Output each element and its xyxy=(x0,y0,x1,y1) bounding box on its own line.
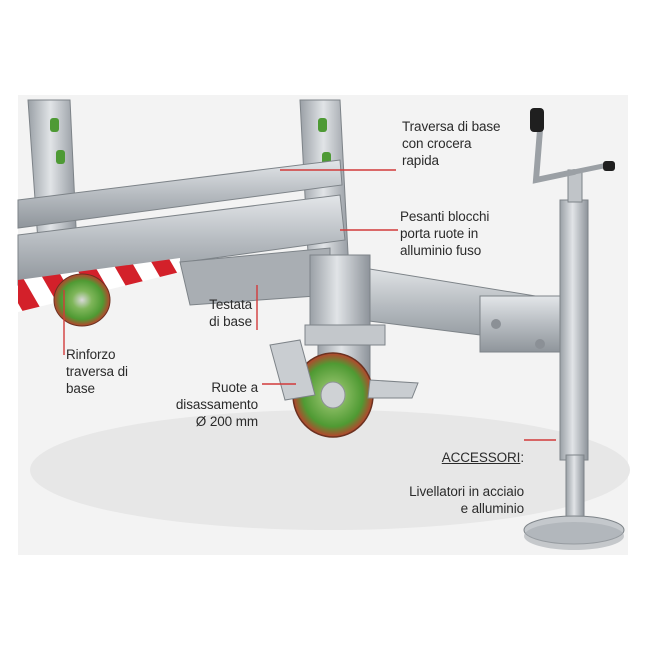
accessori-body: Livellatori in acciaio e alluminio xyxy=(409,484,524,516)
label-pesanti-blocchi: Pesanti blocchi porta ruote in alluminio… xyxy=(400,209,490,258)
left-wheel xyxy=(53,273,111,327)
base-beam xyxy=(17,194,346,286)
label-rinforzo: Rinforzo traversa di base xyxy=(66,347,128,396)
left-upright xyxy=(27,99,79,271)
leveller-jack xyxy=(523,108,625,550)
label-traversa-base: Traversa di base con crocera rapida xyxy=(402,119,501,168)
accessori-title: ACCESSORI xyxy=(441,450,521,465)
upper-rail xyxy=(17,159,343,229)
label-ruote: Ruote a disassamento Ø 200 mm xyxy=(175,380,258,429)
accessori-colon: : xyxy=(520,450,524,465)
label-accessori: ACCESSORI: Livellatori in acciaio e allu… xyxy=(386,432,524,517)
caster-wheel xyxy=(269,339,419,438)
jack-handle-grip xyxy=(530,108,544,132)
label-testata-base: Testata di base xyxy=(209,297,252,329)
floor-shadow xyxy=(30,410,630,530)
leader-lines xyxy=(63,169,556,441)
